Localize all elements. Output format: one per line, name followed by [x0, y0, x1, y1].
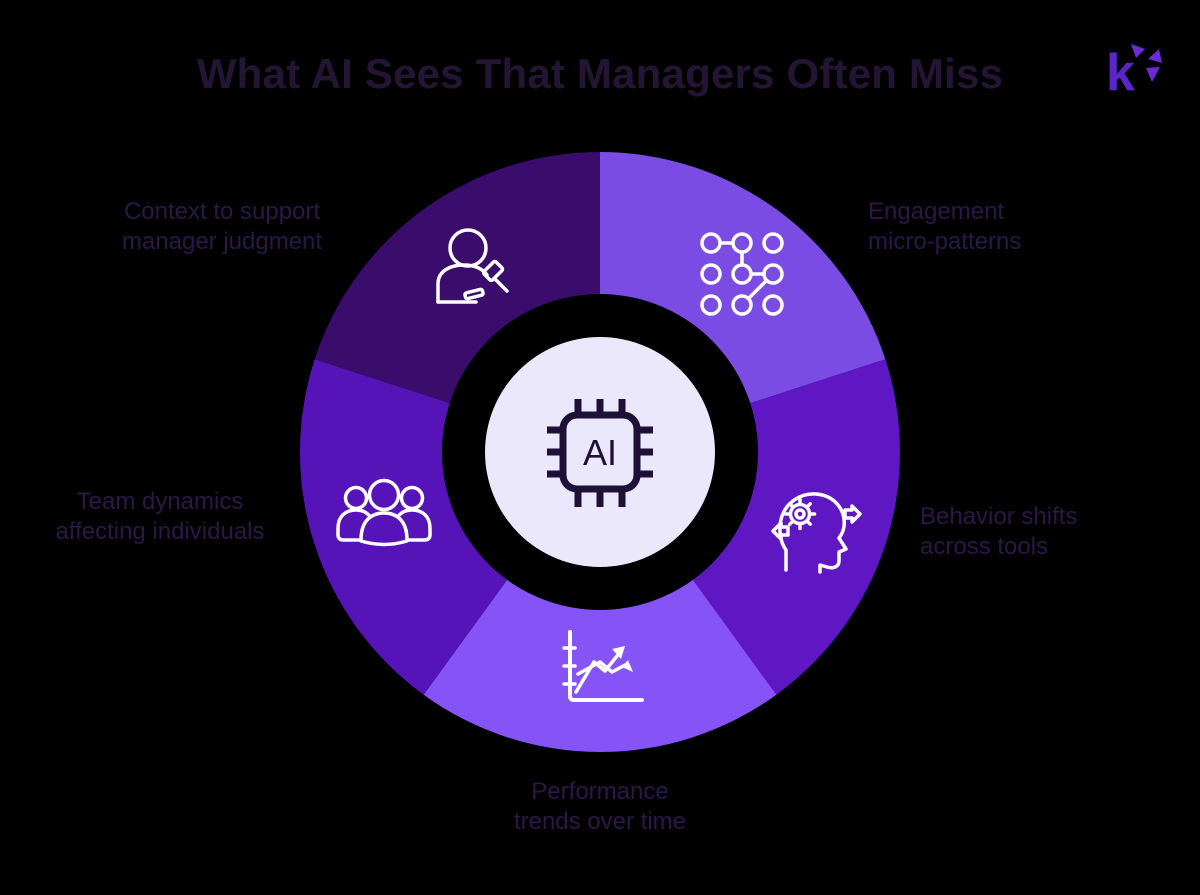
- head-gear-arrows-icon: [771, 492, 862, 574]
- center-circle: [485, 337, 715, 567]
- brand-logo: k: [1106, 44, 1162, 100]
- arrow-down-head: [622, 660, 633, 672]
- ai-chip-label: AI: [583, 432, 617, 473]
- arrow-left-icon: [771, 521, 790, 541]
- logo-pinwheel-icon: [1131, 44, 1162, 82]
- people-group-icon: [336, 478, 432, 547]
- person-gavel-icon: [436, 228, 509, 304]
- arrow-up-head: [612, 646, 625, 659]
- page-title: What AI Sees That Managers Often Miss: [196, 50, 1004, 97]
- segment-behavior-arc: [692, 359, 901, 695]
- label-behavior: Behavior shifts across tools: [920, 503, 1078, 560]
- ai-chip-icon: AI: [547, 399, 653, 507]
- label-context: Context to support manager judgment: [121, 198, 323, 255]
- arrow-right-icon: [843, 504, 862, 524]
- gear-icon: [783, 497, 817, 531]
- network-pattern-icon: [700, 232, 784, 316]
- trend-line-chart-icon: [562, 630, 644, 702]
- segment-context-arc: [314, 151, 600, 404]
- label-team: Team dynamics affecting individuals: [55, 488, 265, 545]
- gavel-icon: [463, 259, 509, 301]
- label-performance: Performance trends over time: [513, 778, 687, 835]
- logo-letter: k: [1106, 44, 1135, 100]
- label-engagement: Engagement micro-patterns: [868, 198, 1022, 255]
